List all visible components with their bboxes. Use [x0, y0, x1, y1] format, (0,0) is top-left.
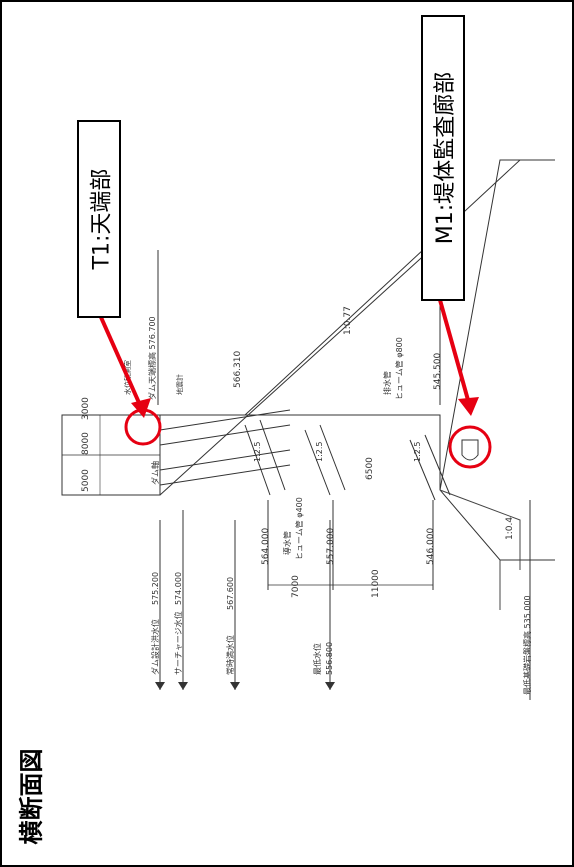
upstream-slope-text: 1:0.77 [343, 306, 353, 335]
right-foundation [439, 489, 521, 610]
foundation-elevation-text: 最低基礎岩盤標高 535.000 [522, 595, 532, 695]
dam-axis-text: ダム軸 [150, 461, 160, 485]
dim-8000: 8000 [81, 432, 91, 455]
slope-12c-text: 1:2.5 [413, 441, 422, 462]
gallery-shape [461, 439, 479, 461]
el-566-text: 566.310 [233, 351, 243, 388]
downstream-slope-text: 1:0.4 [505, 517, 515, 540]
crest-elevation-text: ダム天端標高 576.700 [147, 316, 157, 400]
t1-callout-box: T1:天端部 [77, 120, 121, 318]
outlet-pipe-text: ヒューム管 φ800 [394, 337, 404, 400]
water-low-val: 556.800 [325, 642, 334, 675]
slope-12b-text: 1:2.5 [315, 441, 324, 462]
el-557-text: 557.000 [326, 528, 336, 565]
outlet-text: 排水管 [382, 371, 392, 395]
water-surcharge-val: 574.000 [174, 572, 183, 605]
page-title-text: 横断面図 [17, 748, 46, 844]
dim-6500: 6500 [365, 457, 375, 480]
m1-callout-box: M1:堤体監査廊部 [421, 15, 465, 301]
water-flood-text: ダム設計洪水位 [150, 619, 160, 675]
intake-text: 導水管 [282, 531, 292, 555]
downstream-slope-line [244, 159, 521, 416]
water-normal-text: 常時満水位 [225, 635, 235, 675]
water-surcharge-text: サーチャージ水位 [173, 611, 183, 675]
foundation-line [439, 159, 555, 491]
water-level-triangles [155, 682, 335, 690]
page-title: 横断面図 [14, 735, 46, 857]
t1-circle [124, 408, 162, 446]
m1-circle [448, 425, 492, 469]
dim-5000: 5000 [81, 469, 91, 492]
slope-12a-text: 1:2.5 [253, 441, 262, 462]
el-546-text: 546.000 [426, 528, 436, 565]
water-flood-val: 575.200 [151, 572, 160, 605]
t1-arrow-head [131, 398, 151, 418]
water-level-markers [159, 510, 331, 690]
dam-body-outline [159, 414, 555, 561]
t1-arrow-line [98, 314, 142, 406]
dim-3000: 3000 [81, 397, 91, 420]
dim-11000: 11000 [371, 569, 381, 598]
intake-pipe-text: ヒューム管 φ400 [294, 497, 304, 560]
water-low-text: 最低水位 [312, 643, 322, 675]
t1-callout-text: T1:天端部 [89, 168, 115, 270]
water-normal-val: 567.600 [226, 577, 235, 610]
m1-arrow-line [438, 299, 470, 401]
upstream-slope-line [159, 249, 431, 496]
seismo2-text: 地震計 [175, 374, 184, 395]
dim-7000: 7000 [291, 575, 301, 598]
m1-callout-text: M1:堤体監査廊部 [433, 71, 458, 245]
el-545-text: 545.500 [433, 353, 443, 390]
el-564-text: 564.000 [261, 528, 271, 565]
m1-arrow-head [458, 397, 479, 416]
